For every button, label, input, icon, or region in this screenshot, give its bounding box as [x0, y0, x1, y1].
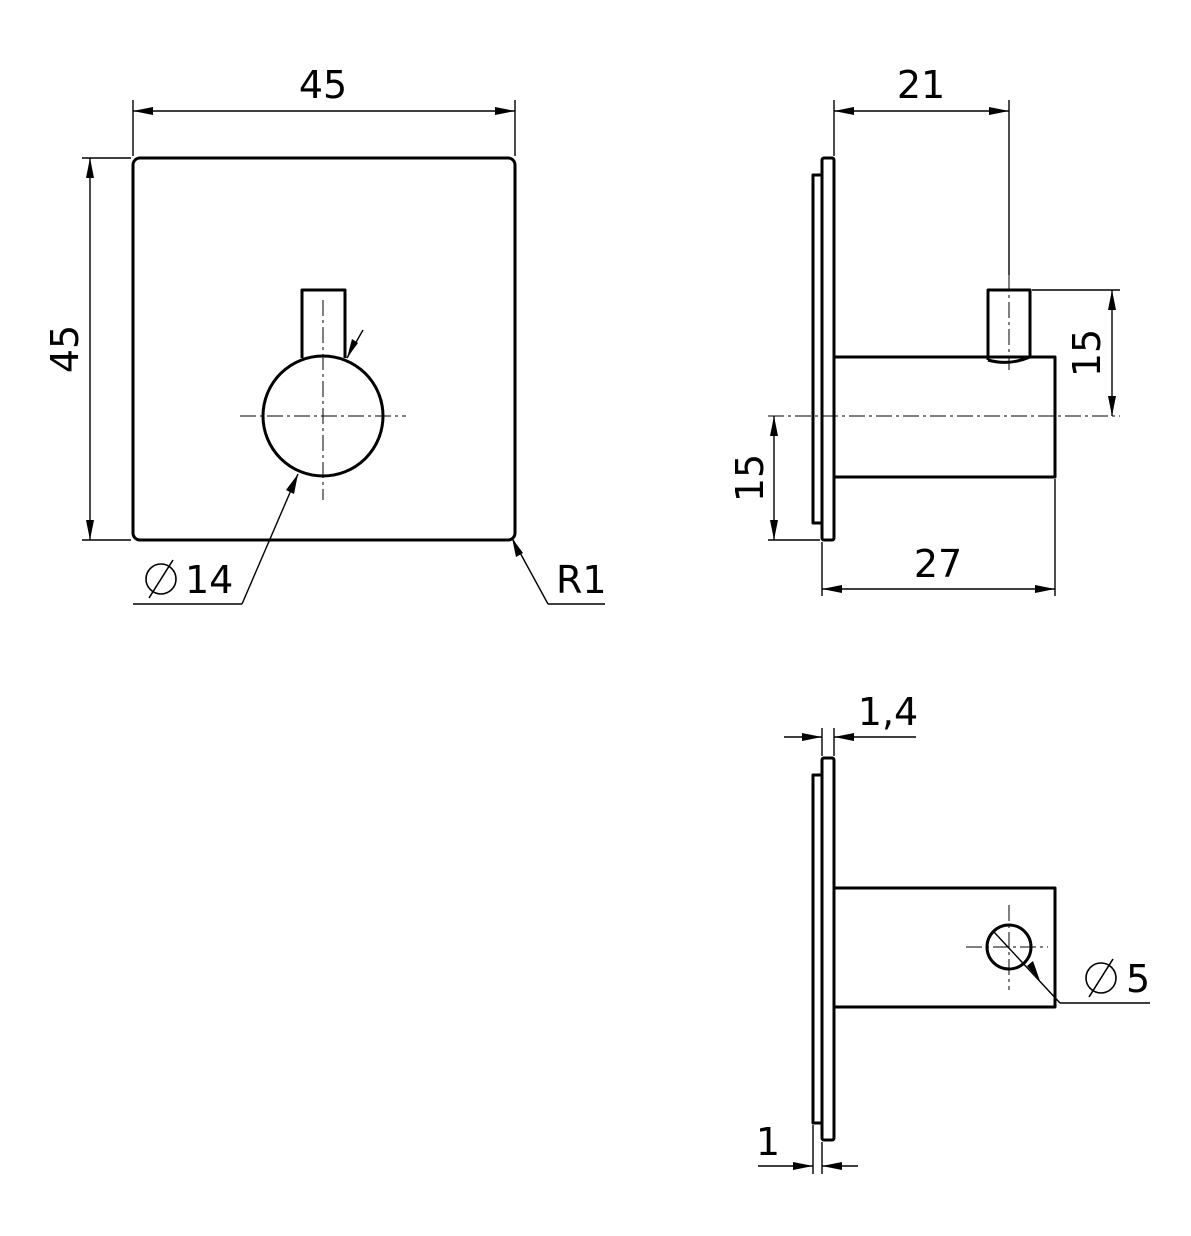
- bottom-plate-thickness-dimension: 1,4: [784, 690, 918, 756]
- front-width-dimension: 45: [132, 63, 516, 156]
- front-width-label: 45: [299, 63, 347, 107]
- side-lower-height-dimension: 15: [728, 416, 820, 541]
- diameter-symbol-icon: [145, 559, 177, 599]
- front-corner-radius-dimension: R1: [511, 537, 607, 605]
- side-top-offset-dimension: 21: [833, 63, 1010, 275]
- side-lower-height-label: 15: [728, 454, 772, 502]
- front-hook-diameter-dimension: 14: [133, 473, 299, 605]
- diameter-symbol-icon: [1085, 958, 1117, 998]
- front-plate-outline: [131, 156, 517, 542]
- side-view: 21 15 15 27: [728, 63, 1120, 596]
- side-top-offset-label: 21: [897, 63, 945, 107]
- side-pin-height-dimension: 15: [1032, 289, 1120, 416]
- front-height-dimension: 45: [43, 157, 131, 541]
- side-pin-height-label: 15: [1065, 329, 1109, 377]
- side-pin-outline: [986, 288, 1032, 364]
- bottom-hole-diameter-label: 5: [1126, 957, 1150, 1001]
- bottom-backing-thickness-label: 1: [756, 1120, 780, 1164]
- front-pin-outline: [300, 288, 347, 358]
- side-hook-body-outline: [834, 355, 1057, 479]
- bottom-hole-diameter-dimension: 5: [993, 931, 1150, 1004]
- front-pin-leader: [346, 329, 364, 359]
- side-plate-outline: [820, 156, 836, 542]
- bottom-hook-body-outline: [834, 886, 1057, 1009]
- bottom-plate-thickness-label: 1,4: [858, 690, 918, 734]
- bottom-plate-outline: [820, 756, 836, 1142]
- bottom-backing-thickness-dimension: 1: [756, 1120, 858, 1174]
- front-corner-radius-label: R1: [556, 558, 607, 602]
- bottom-view: 1,4 1 5: [756, 690, 1150, 1174]
- front-view: 45 45 14: [43, 63, 607, 605]
- front-hook-diameter-label: 14: [185, 558, 233, 602]
- side-depth-dimension: 27: [821, 479, 1056, 596]
- front-height-label: 45: [43, 325, 87, 373]
- side-depth-label: 27: [914, 542, 962, 586]
